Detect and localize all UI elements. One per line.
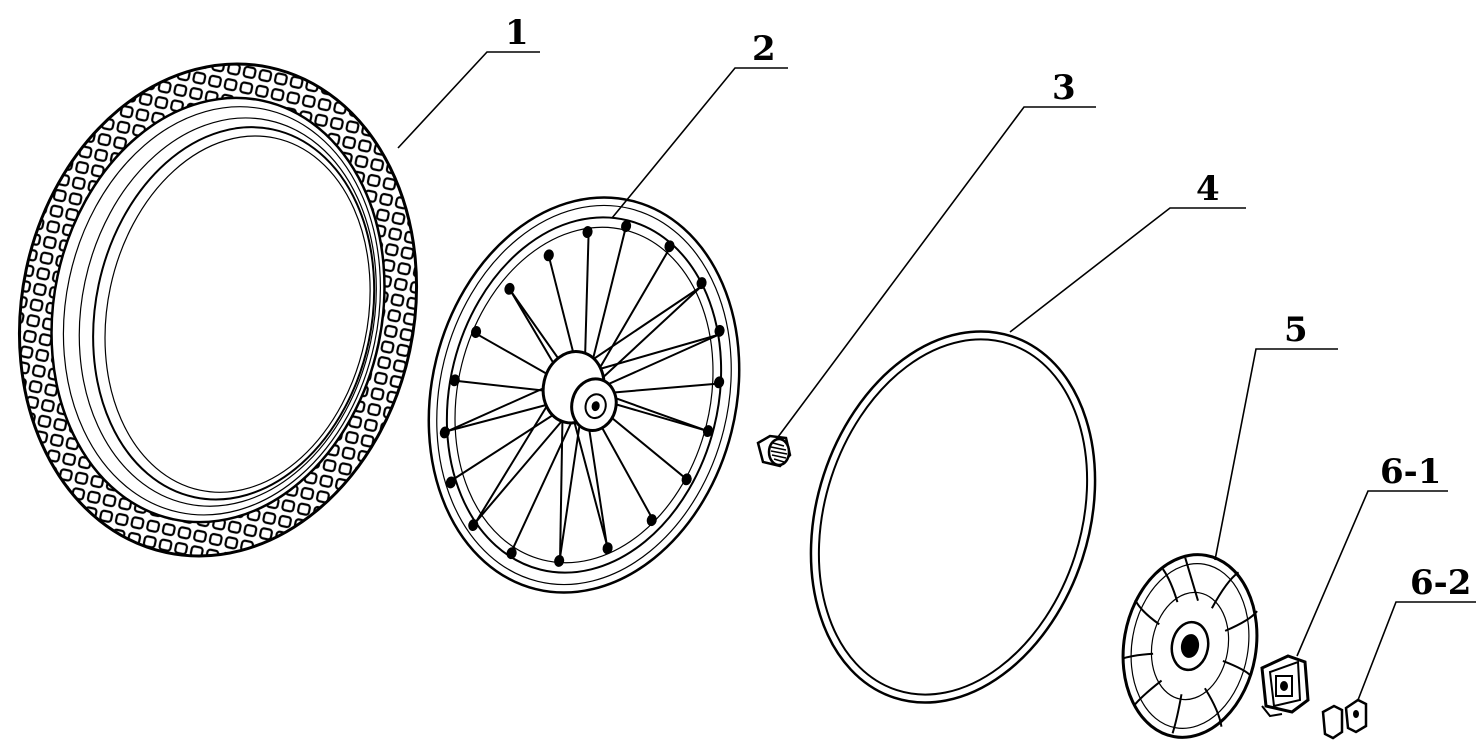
leader-line-6-2	[1357, 601, 1476, 701]
callout-label-6-2: 6-2	[1410, 563, 1471, 603]
callout-label-1: 1	[505, 13, 529, 53]
hub-bearing-icon	[756, 434, 792, 468]
leader-line-2	[611, 67, 788, 219]
callout-label-6-1: 6-1	[1380, 452, 1441, 492]
tire-icon	[17, 62, 419, 558]
callout-label-3: 3	[1052, 68, 1076, 108]
callout-label-4: 4	[1196, 169, 1220, 209]
callout-labels: 1 2 3 4 5 6-1 6-2	[505, 13, 1471, 603]
brake-rotor-icon	[1121, 553, 1259, 739]
rim-tape-icon	[809, 330, 1097, 704]
brake-pads-icon	[1321, 698, 1368, 740]
leader-line-1	[397, 51, 540, 149]
callout-label-2: 2	[752, 29, 776, 69]
brake-caliper-icon	[1260, 654, 1310, 718]
leader-line-4	[1009, 207, 1246, 333]
leader-line-5	[1214, 348, 1338, 561]
spoked-wheel-icon	[427, 196, 741, 594]
callout-label-5: 5	[1284, 310, 1308, 350]
leader-line-6-1	[1296, 490, 1448, 657]
leader-line-3	[774, 106, 1096, 442]
leader-lines	[397, 51, 1476, 701]
